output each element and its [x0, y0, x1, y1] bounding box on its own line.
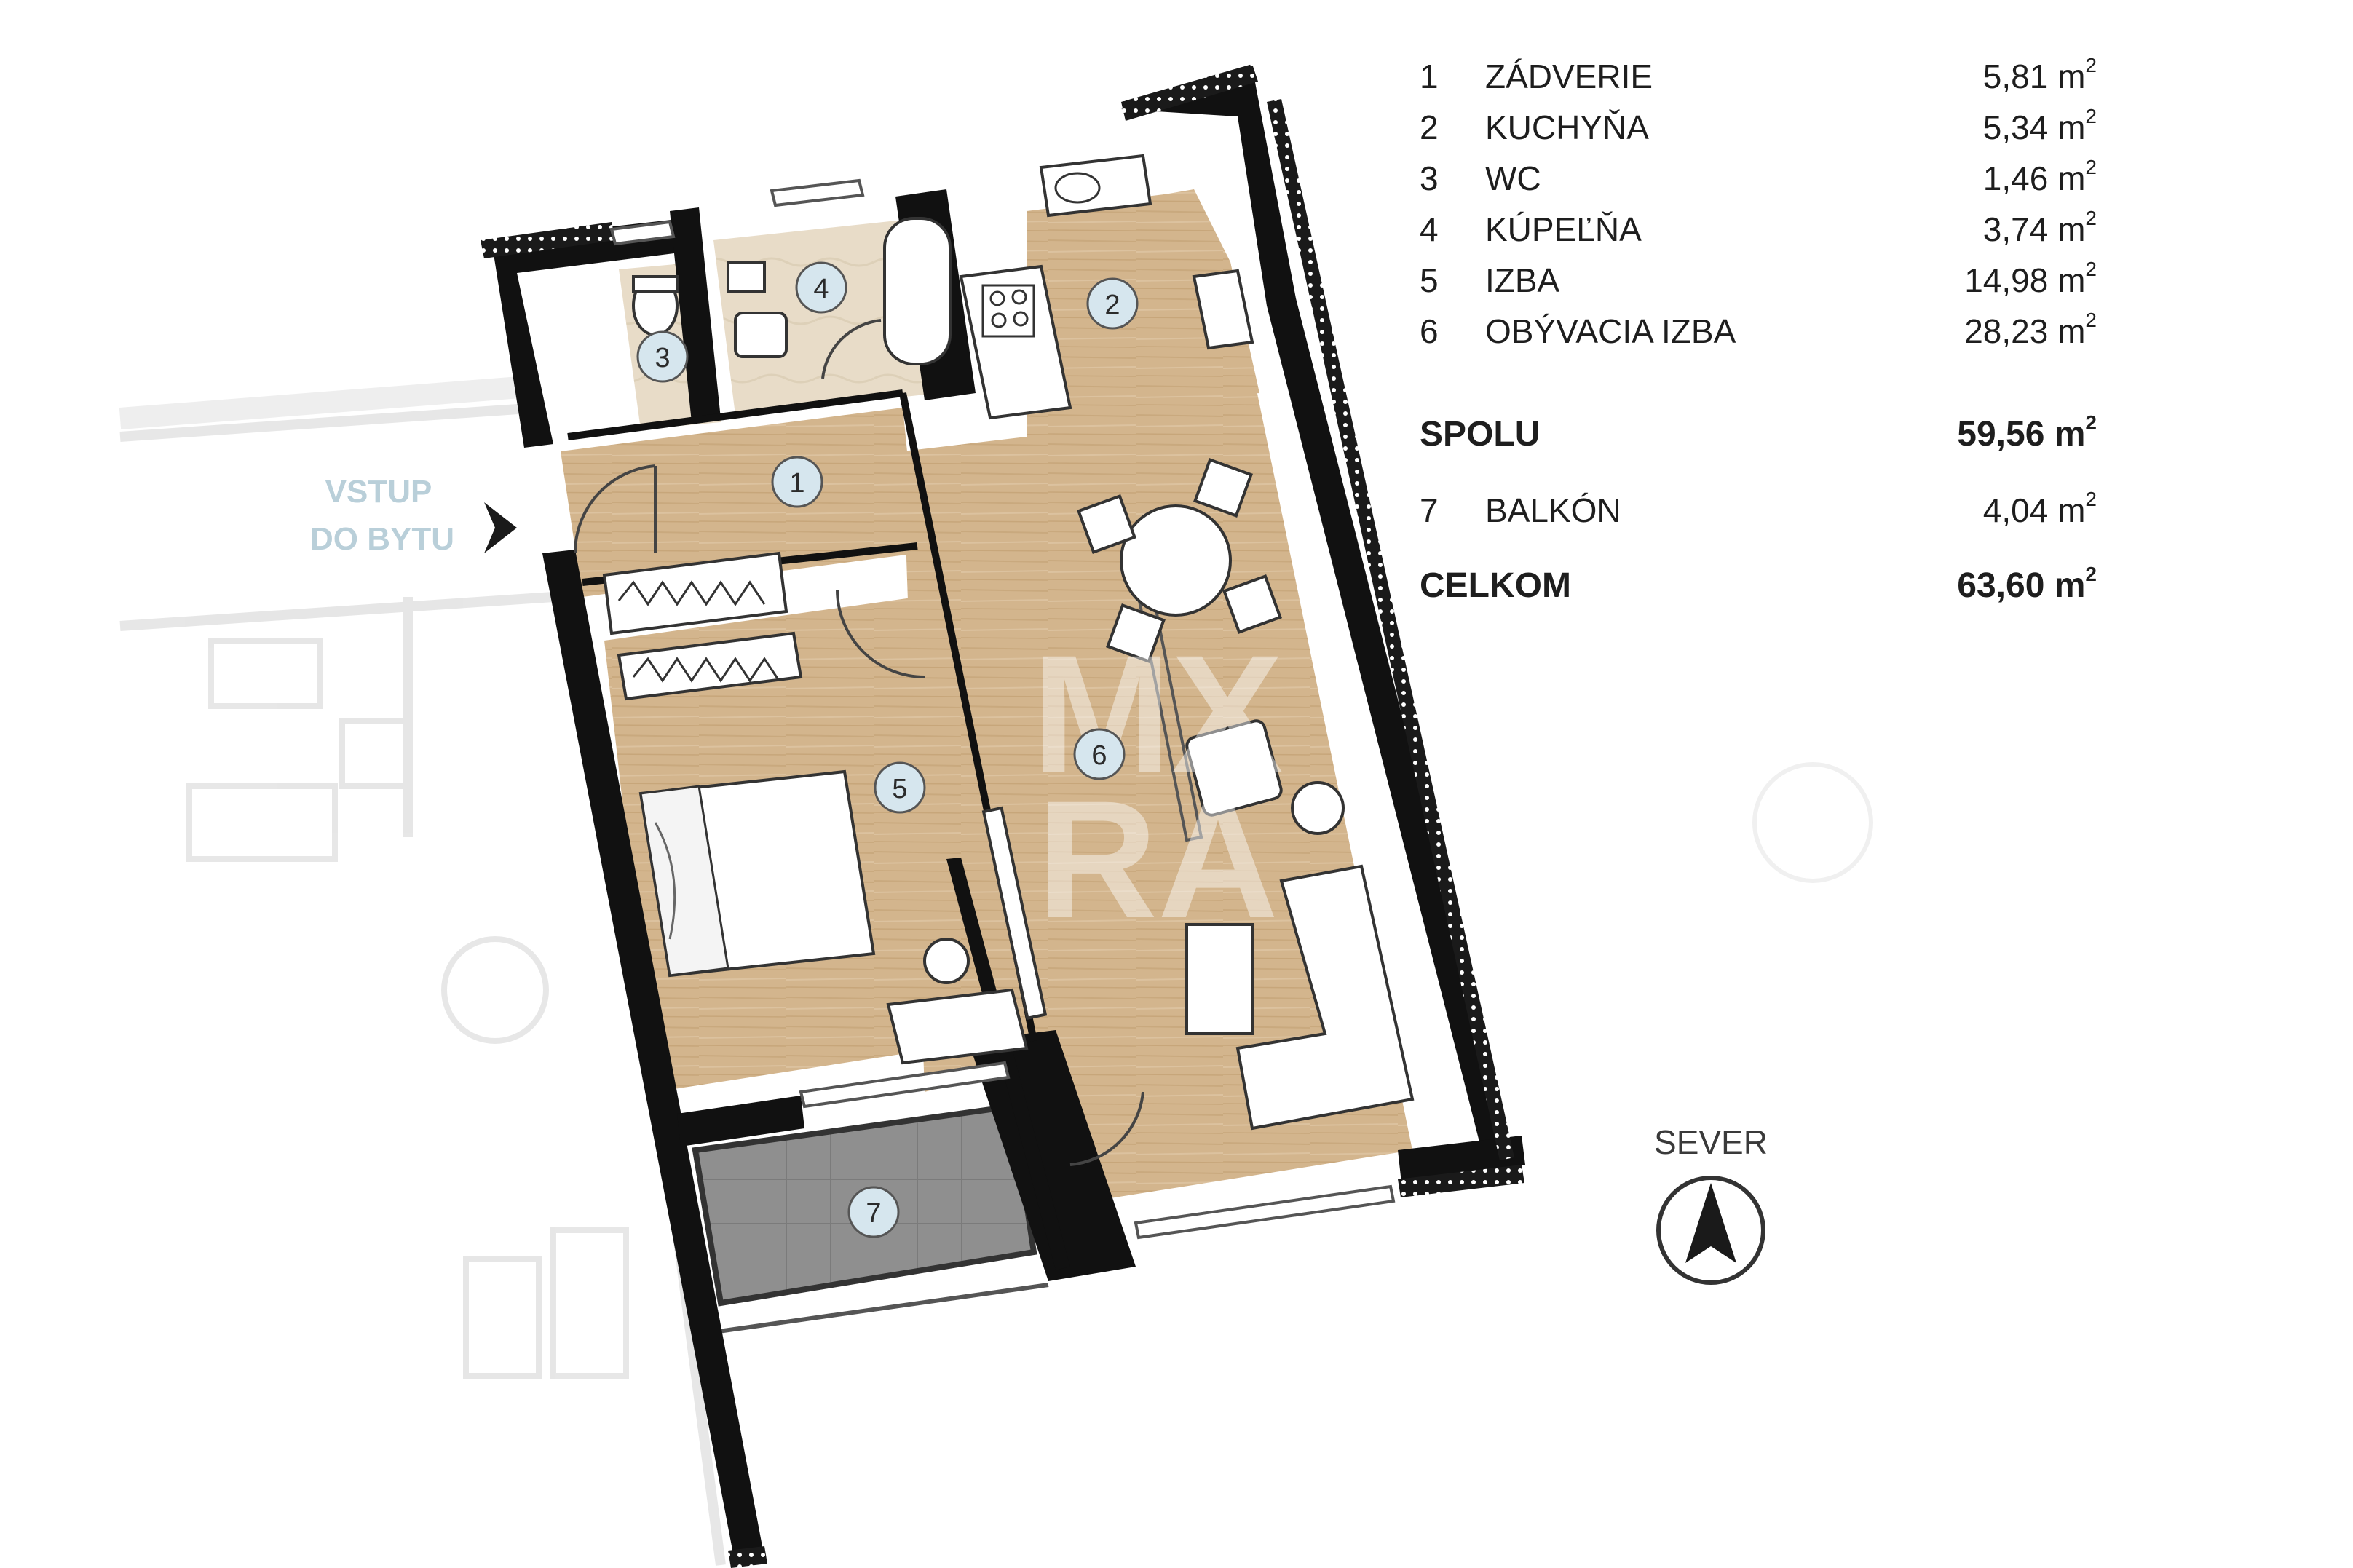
legend-row: 2 KUCHYŇA 5,34 m2: [1420, 102, 2097, 153]
legend-row: 6 OBÝVACIA IZBA 28,23 m2: [1420, 306, 2097, 357]
legend-balcony-row: 7 BALKÓN 4,04 m2: [1420, 485, 2097, 536]
legend-room-name: BALKÓN: [1485, 491, 1621, 529]
legend-total-row: CELKOM 63,60 m2: [1420, 561, 2097, 611]
svg-text:7: 7: [866, 1198, 881, 1229]
ghost-compass: [1752, 762, 1873, 883]
room-marker-2: 2: [1086, 277, 1139, 330]
svg-text:5: 5: [892, 774, 907, 804]
balcony-railing: [692, 1103, 1037, 1307]
legend-room-number: 1: [1420, 58, 1439, 95]
bathroom-fixtures: [632, 217, 952, 365]
legend-row: 4 KÚPEĽŇA 3,74 m2: [1420, 204, 2097, 255]
north-arrow-icon: [1685, 1183, 1736, 1263]
bedroom-desk: [886, 988, 1029, 1065]
hallway-floor: [561, 408, 917, 597]
svg-text:4: 4: [813, 274, 829, 304]
neighbour-stroke-outline: [119, 375, 540, 429]
legend-room-number: 6: [1420, 312, 1439, 350]
room-marker-5: 5: [874, 761, 926, 814]
watermark-line1: MX: [1032, 620, 1284, 807]
windows: [609, 178, 1396, 1240]
wall-insulation: [481, 64, 1524, 1568]
svg-text:1: 1: [789, 468, 804, 499]
svg-text:6: 6: [1091, 740, 1107, 771]
subtotal-area: 59,56 m2: [1957, 411, 2097, 454]
legend-room-area: 28,23 m2: [1964, 309, 2097, 351]
wardrobe-hallway: [602, 551, 788, 635]
total-area: 63,60 m2: [1957, 563, 2097, 606]
compass-circle: [1656, 1176, 1765, 1285]
svg-text:2: 2: [1104, 290, 1120, 320]
bed: [638, 769, 876, 978]
watermark-line2: RA: [1037, 766, 1278, 953]
legend-room-area: 5,81 m2: [1982, 54, 2097, 96]
total-label: CELKOM: [1420, 566, 1571, 605]
room-marker-7: 7: [847, 1186, 900, 1238]
legend-room-name: WC: [1485, 159, 1541, 197]
lounge-furniture: [981, 719, 1415, 1131]
legend-room-number: 4: [1420, 210, 1439, 248]
bathroom-floor: [713, 218, 939, 415]
kitchen-counter: [959, 154, 1254, 420]
legend-room-area: 14,98 m2: [1964, 258, 2097, 300]
legend-room-area: 4,04 m2: [1982, 488, 2097, 530]
room-marker-4: 4: [795, 261, 847, 314]
doors: [573, 319, 1144, 1166]
compass-label: SEVER: [1654, 1123, 1768, 1161]
legend-room-name: KÚPEĽŇA: [1485, 210, 1642, 248]
legend-room-name: OBÝVACIA IZBA: [1485, 312, 1736, 350]
wardrobe-bedroom: [617, 631, 803, 701]
legend-room-name: ZÁDVERIE: [1485, 58, 1653, 95]
subtotal-label: SPOLU: [1420, 415, 1541, 454]
legend-room-name: IZBA: [1485, 261, 1560, 299]
room-marker-3: 3: [636, 330, 689, 383]
room-marker-1: 1: [771, 456, 823, 508]
legend-room-area: 5,34 m2: [1982, 105, 2097, 147]
kitchen-floor: [1027, 189, 1259, 408]
legend-room-number: 3: [1420, 159, 1439, 197]
svg-text:3: 3: [655, 343, 670, 373]
room-marker-6: 6: [1073, 728, 1126, 780]
legend-room-area: 1,46 m2: [1982, 156, 2097, 198]
legend-room-name: KUCHYŇA: [1485, 108, 1649, 146]
legend-subtotal-row: SPOLU 59,56 m2: [1420, 409, 2097, 460]
legend-room-number: 2: [1420, 108, 1439, 146]
walls: [491, 67, 1525, 1565]
dining-set: [1076, 457, 1283, 664]
legend-room-number: 5: [1420, 261, 1439, 299]
area-legend: 1 ZÁDVERIE 5,81 m2 2 KUCHYŇA 5,34 m2 3 W…: [1420, 51, 2097, 611]
legend-row: 1 ZÁDVERIE 5,81 m2: [1420, 51, 2097, 102]
legend-row: 5 IZBA 14,98 m2: [1420, 255, 2097, 306]
entry-arrow: [484, 502, 517, 553]
entry-label-line1: VSTUP: [325, 474, 432, 510]
entry-label-line2: DO BYTU: [310, 521, 454, 557]
legend-row: 3 WC 1,46 m2: [1420, 153, 2097, 204]
north-compass: SEVER: [1654, 1123, 1768, 1285]
legend-room-number: 7: [1420, 491, 1439, 529]
desk-chair: [923, 938, 970, 984]
legend-room-area: 3,74 m2: [1982, 207, 2097, 249]
